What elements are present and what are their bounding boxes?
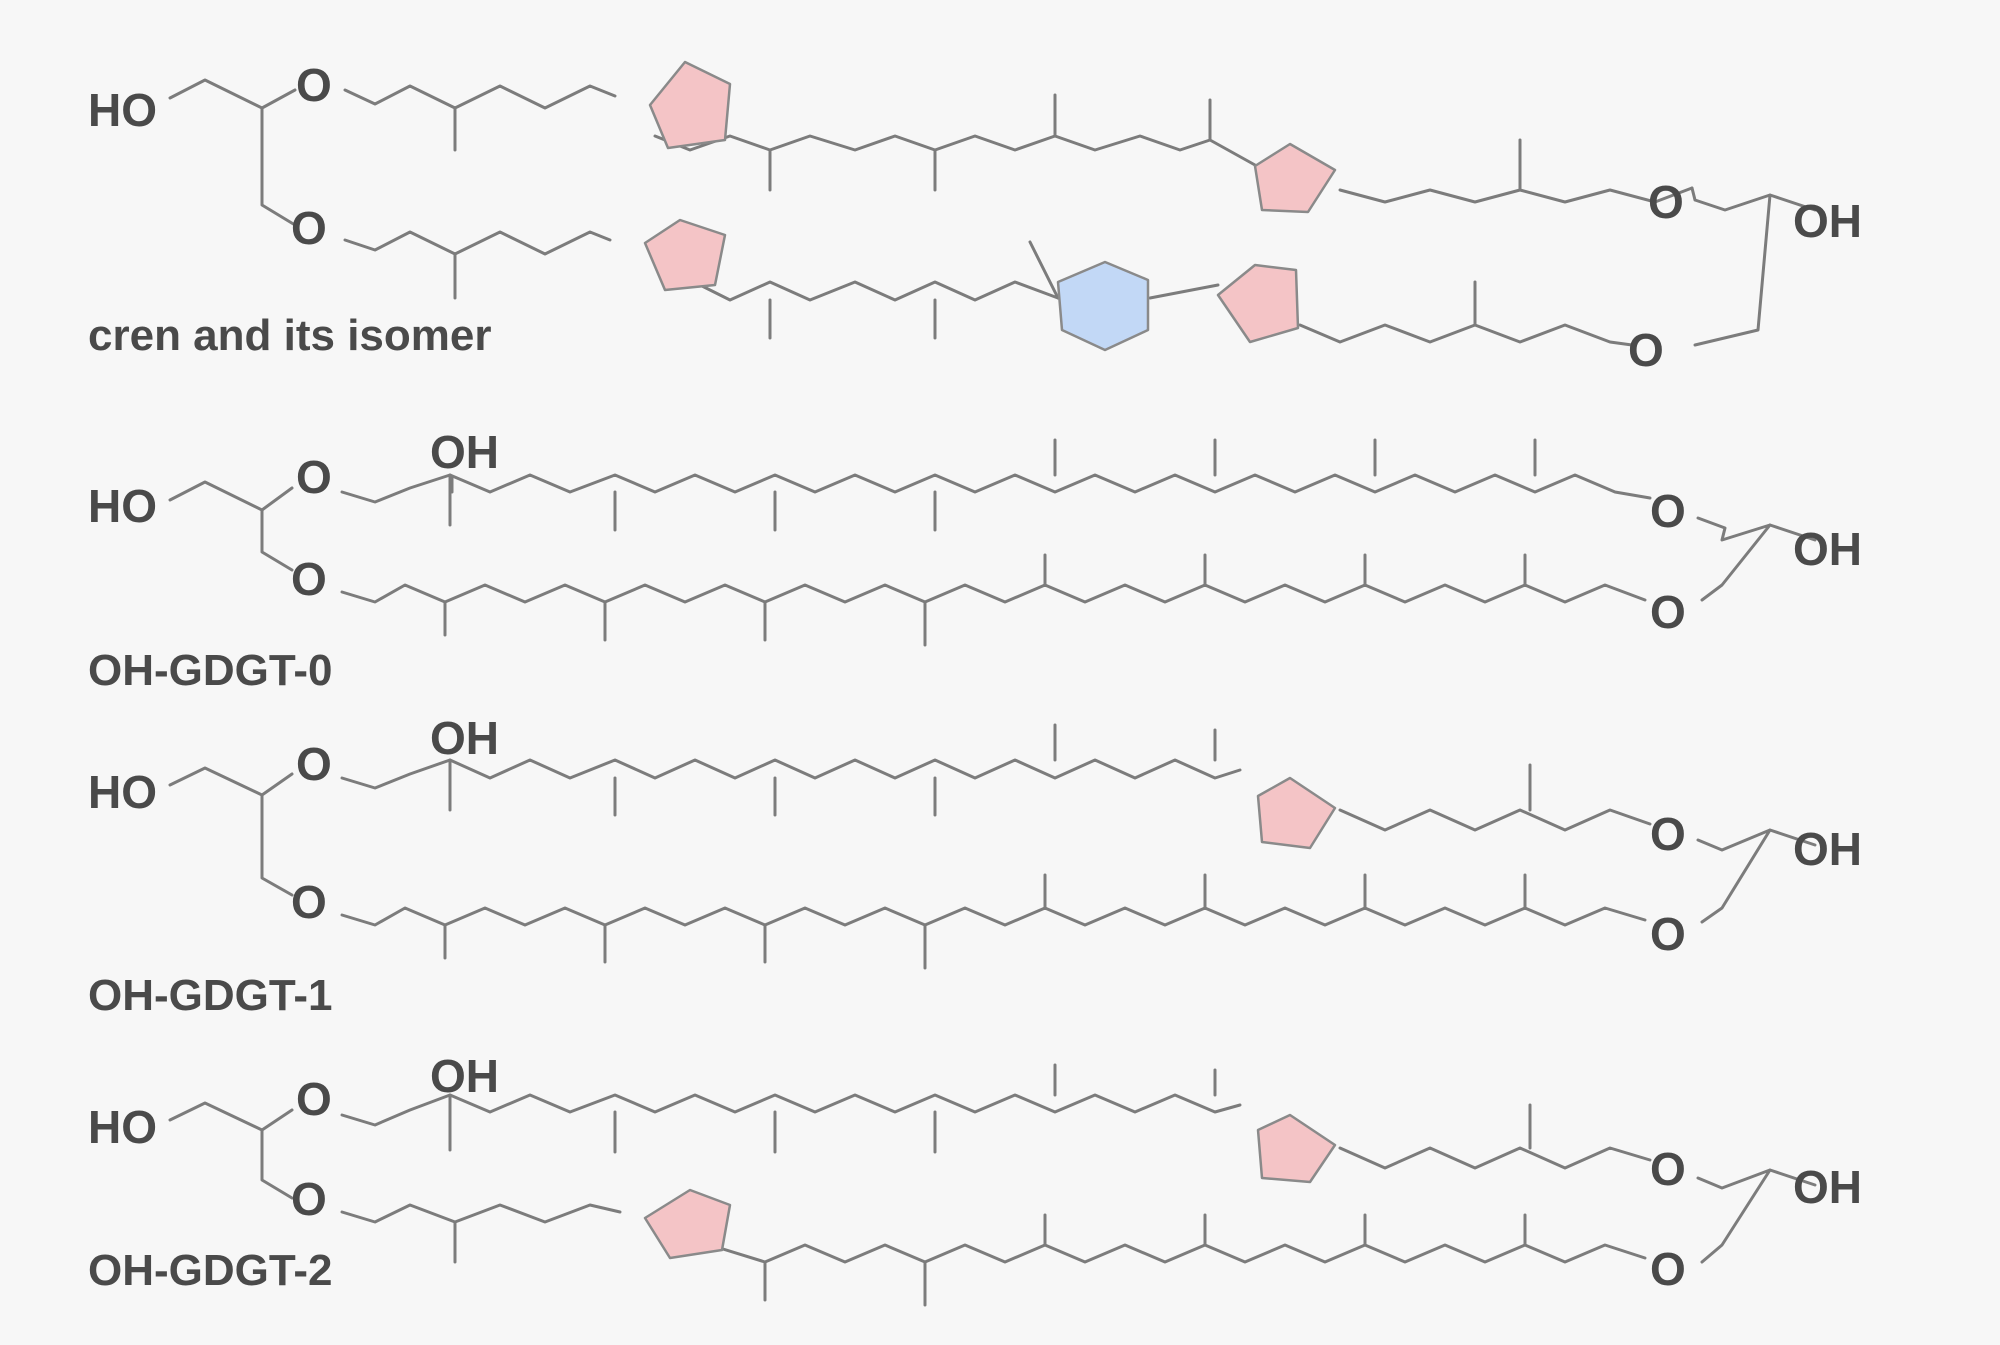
lower-chain [343,230,1634,347]
hydroxyl-label: OH [1793,823,1862,875]
glycerol-right-bonds [1690,186,1817,347]
upper-chain-methyls [448,723,1532,817]
hydroxyl-label: OH [430,426,499,478]
upper-chain-methyls [453,93,1522,192]
ether-oxygen-label: O [1650,808,1686,860]
upper-chain [340,473,1652,504]
lower-chain-methyls [443,873,1527,970]
ether-oxygen-label: O [1650,1243,1686,1295]
cyclopentane-ring [1256,1113,1337,1184]
molecule-oh-gdgt-0: HO O OH O O O OH OH-GDGT-0 [88,426,1862,695]
ether-oxygen-label: O [296,1073,332,1125]
hydroxyl-label: OH [430,712,499,764]
upper-chain [340,758,1652,832]
compound-name: OH-GDGT-1 [88,971,332,1020]
compound-name: cren and its isomer [88,311,491,360]
hydroxyl-label: OH [1793,1161,1862,1213]
ether-oxygen-label: O [296,451,332,503]
glycerol-right-bonds [1696,1168,1817,1264]
hydroxyl-label: HO [88,1101,157,1153]
hydroxyl-label: OH [1793,195,1862,247]
hydroxyl-label: OH [1793,523,1862,575]
lower-chain-methyls [443,553,1527,647]
hydroxyl-label: HO [88,480,157,532]
lower-chain [340,1203,1647,1264]
lower-chain-methyls [453,240,1477,340]
lower-chain-methyls [453,1213,1527,1307]
glycerol-right-bonds [1696,828,1817,924]
lower-chain [340,906,1647,927]
cyclopentane-ring [1256,776,1337,850]
ether-oxygen-label: O [1648,176,1684,228]
ether-oxygen-label: O [1650,908,1686,960]
molecule-oh-gdgt-2: HO O OH O O O OH OH-GDGT-2 [88,1050,1862,1307]
cyclopentane-ring [1216,263,1300,344]
upper-chain [343,84,1694,204]
lower-chain [340,583,1647,604]
hydroxyl-label: HO [88,84,157,136]
glycerol-left-bonds [168,480,294,572]
ether-oxygen-label: O [1628,324,1664,376]
ether-oxygen-label: O [291,876,327,928]
upper-chain [340,1093,1652,1170]
glycerol-left-bonds [168,1101,294,1200]
ether-oxygen-label: O [291,1173,327,1225]
ether-oxygen-label: O [1650,485,1686,537]
compound-name: OH-GDGT-0 [88,646,332,695]
ether-oxygen-label: O [1650,1143,1686,1195]
molecule-oh-gdgt-1: HO O OH O O O OH OH-GDGT-1 [88,712,1862,1020]
cyclopentane-ring [648,60,732,150]
upper-chain-methyls [448,438,1537,532]
glycerol-right-bonds [1696,516,1817,602]
hydroxyl-label: OH [430,1050,499,1102]
ether-oxygen-label: O [296,738,332,790]
glycerol-left-bonds [168,78,297,227]
ether-oxygen-label: O [1650,586,1686,638]
cyclopentane-ring [1253,142,1337,214]
molecule-cren: HO O O O O OH cren and its isomer [88,59,1862,376]
upper-chain-methyls [448,1063,1532,1154]
cyclopentane-ring [643,218,727,292]
ether-oxygen-label: O [296,59,332,111]
cyclopentane-ring [643,1188,732,1260]
glycerol-left-bonds [168,766,294,897]
compound-name: OH-GDGT-2 [88,1246,332,1295]
ether-oxygen-label: O [291,202,327,254]
cyclohexane-ring [1056,260,1150,352]
hydroxyl-label: HO [88,766,157,818]
ether-oxygen-label: O [291,553,327,605]
